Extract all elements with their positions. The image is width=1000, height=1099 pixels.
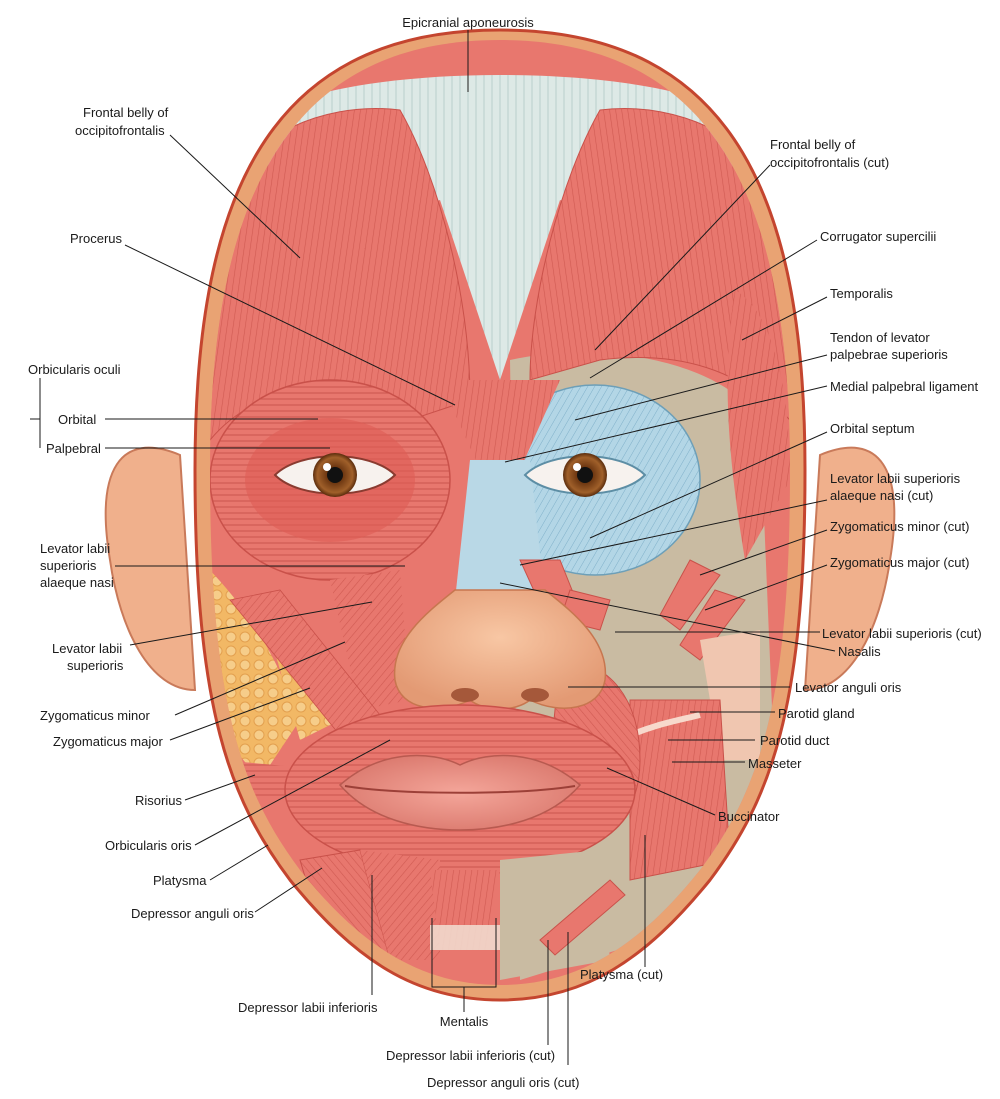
depressor-labii-inferioris-left (360, 850, 440, 960)
label-llsan-cut-line1: Levator labii superioris (830, 471, 961, 486)
label-frontal-belly-line1: Frontal belly of (83, 105, 169, 120)
platysma-cut (539, 879, 626, 956)
label-mentalis: Mentalis (439, 1014, 489, 1029)
label-zygomaticus-major-cut: Zygomaticus major (cut) (830, 555, 970, 570)
right-ear (803, 446, 896, 692)
zygomaticus-major-cut (679, 589, 746, 661)
zygomaticus-minor-cut (659, 559, 721, 631)
label-frontal-belly-cut-line2: occipitofrontalis (cut) (770, 155, 890, 170)
label-masseter: Masseter (748, 756, 802, 771)
label-platysma: Platysma (153, 873, 207, 888)
label-frontal-belly-line2: occipitofrontalis (75, 123, 165, 138)
label-epicranial-aponeurosis: Epicranial aponeurosis (402, 15, 534, 30)
label-zygomaticus-minor-cut: Zygomaticus minor (cut) (830, 519, 970, 534)
right-eye (523, 453, 647, 497)
label-palpebral: Palpebral (46, 441, 101, 456)
label-risorius: Risorius (135, 793, 182, 808)
label-depressor-labii-inferioris: Depressor labii inferioris (238, 1000, 378, 1015)
label-orbital: Orbital (58, 412, 97, 427)
label-orbicularis-oris: Orbicularis oris (105, 838, 192, 853)
label-zygomaticus-major: Zygomaticus major (53, 734, 163, 749)
label-levator-anguli-oris: Levator anguli oris (795, 680, 902, 695)
label-lls-line1: Levator labii (52, 641, 123, 656)
label-nasalis: Nasalis (838, 644, 881, 659)
label-corrugator-supercilii: Corrugator supercilii (820, 229, 937, 244)
label-platysma-cut: Platysma (cut) (580, 967, 664, 982)
label-tendon-levator-line1: Tendon of levator (830, 330, 930, 345)
label-orbicularis-oculi: Orbicularis oculi (28, 362, 121, 377)
label-zygomaticus-minor: Zygomaticus minor (40, 708, 150, 723)
left-ear (104, 446, 197, 692)
label-parotid-gland: Parotid gland (778, 706, 855, 721)
levator-labii-left (330, 570, 410, 710)
label-parotid-duct: Parotid duct (760, 733, 830, 748)
label-llsan-line1: Levator labii (40, 541, 111, 556)
leader-lines (30, 30, 836, 1065)
label-depressor-anguli-oris: Depressor anguli oris (131, 906, 254, 921)
label-tendon-levator-line2: palpebrae superioris (830, 347, 948, 362)
temporalis-right (727, 290, 790, 560)
label-frontal-belly-cut-line1: Frontal belly of (770, 137, 856, 152)
chin-bone (500, 850, 610, 980)
procerus-shape (440, 380, 560, 470)
label-llsan-line3: alaeque nasi (40, 575, 114, 590)
label-lls-cut: Levator labii superioris (cut) (822, 626, 982, 641)
left-eye (273, 453, 397, 497)
label-llsan-cut-line2: alaeque nasi (cut) (830, 488, 934, 503)
label-depressor-anguli-oris-cut: Depressor anguli oris (cut) (427, 1075, 580, 1090)
label-depressor-labii-inferioris-cut: Depressor labii inferioris (cut) (386, 1048, 556, 1063)
label-medial-palpebral-ligament: Medial palpebral ligament (830, 379, 979, 394)
label-procerus: Procerus (70, 231, 123, 246)
label-temporalis: Temporalis (830, 286, 893, 301)
label-lls-line2: superioris (67, 658, 124, 673)
label-orbital-septum: Orbital septum (830, 421, 915, 436)
label-llsan-line2: superioris (40, 558, 97, 573)
label-buccinator: Buccinator (718, 809, 780, 824)
